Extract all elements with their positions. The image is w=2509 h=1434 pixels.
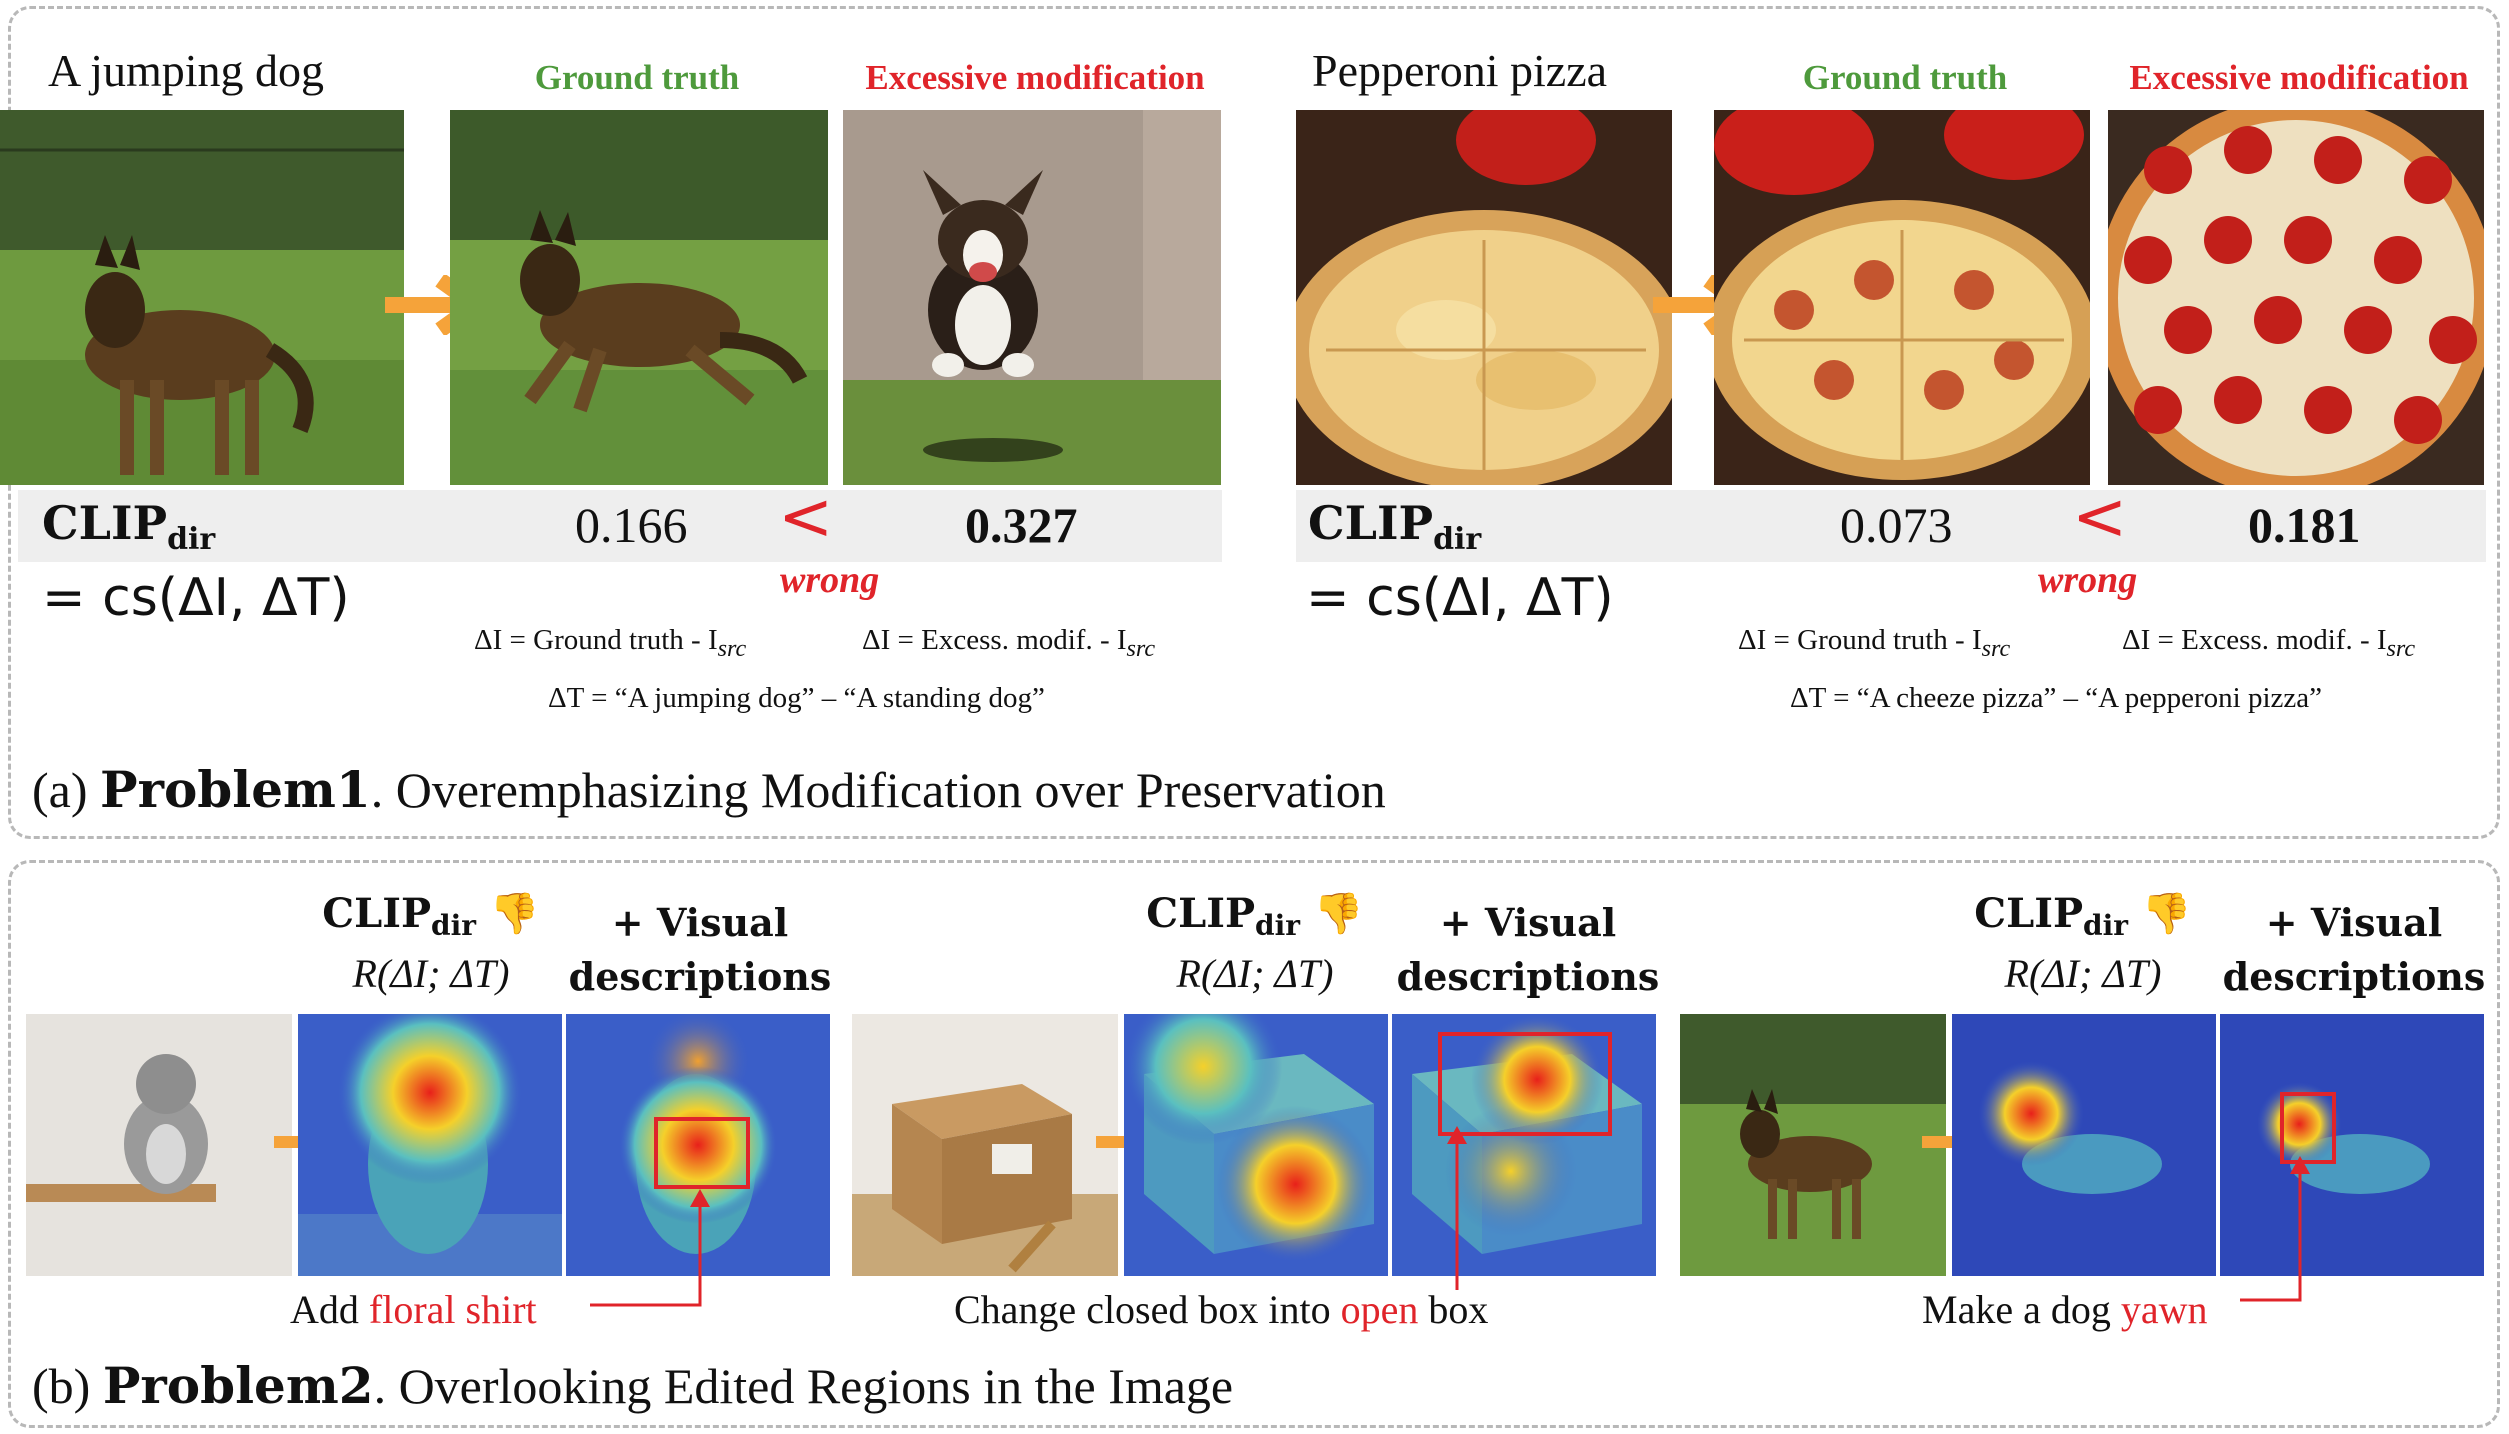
instruction-2: Change closed box into open box <box>954 1287 1489 1332</box>
less-than-left: < <box>778 478 834 555</box>
wrong-label-right: wrong <box>2038 559 2138 601</box>
heatmap-clip-dog <box>1952 1014 2216 1276</box>
ground-truth-image-dog-jumping <box>450 110 828 485</box>
formula-left: = cs(ΔI, ΔT) <box>42 568 350 628</box>
delta-i-gt-right: ΔI = Ground truth - Isrc <box>1738 624 2011 662</box>
excess-label-right: Excessive modification <box>2129 58 2469 97</box>
heatmap-visual-dog <box>2220 1014 2484 1276</box>
thumbs-down-icon: 👎 <box>1313 890 1364 937</box>
score-excessive-left: 0.327 <box>965 497 1078 553</box>
heatmap-clip-box <box>1124 1014 1388 1276</box>
instruction-3: Make a dog yawn <box>1922 1287 2208 1332</box>
less-than-right: < <box>2072 478 2128 555</box>
source-image-closed-box <box>852 1014 1118 1276</box>
clip-dir-metric-right: CLIPdir <box>1308 496 1482 557</box>
thumbs-down-icon: 👎 <box>2141 890 2192 937</box>
delta-t-left: ΔT = “A jumping dog” – “A standing dog” <box>548 682 1045 714</box>
source-image-dog <box>1680 1014 1946 1276</box>
delta-t-right: ΔT = “A cheeze pizza” – “A pepperoni piz… <box>1790 682 2323 714</box>
delta-i-gt-left: ΔI = Ground truth - Isrc <box>474 624 747 662</box>
score-excessive-right: 0.181 <box>2248 497 2361 553</box>
callout-line-1 <box>590 1189 710 1307</box>
delta-i-excess-right: ΔI = Excess. modif. - Isrc <box>2122 624 2416 662</box>
source-image-plain-pizza <box>1296 110 1672 485</box>
prompt-left: A jumping dog <box>48 45 325 96</box>
clip-dir-header-2: CLIPdir 👎 <box>1146 890 1364 942</box>
excessive-modification-image-pizza <box>2108 110 2484 485</box>
caption-problem1: (a) Problem1. Overemphasizing Modificati… <box>32 760 1386 819</box>
formula-right: = cs(ΔI, ΔT) <box>1306 568 1614 628</box>
heatmap-visual-box <box>1392 1014 1656 1276</box>
ground-truth-image-pepperoni-pizza <box>1714 110 2090 485</box>
caption-problem2: (b) Problem2. Overlooking Edited Regions… <box>32 1356 1234 1415</box>
clip-dir-header-1: CLIPdir 👎 <box>322 890 540 942</box>
gt-label-right: Ground truth <box>1802 58 2008 97</box>
callout-line-3 <box>2240 1156 2310 1302</box>
heatmap-clip-cat <box>298 1014 562 1276</box>
score-ground-truth-left: 0.166 <box>575 497 688 553</box>
wrong-label-left: wrong <box>780 559 880 601</box>
gt-label-left: Ground truth <box>534 58 740 97</box>
r-expression-1: R(ΔI; ΔT) <box>352 951 510 996</box>
score-ground-truth-right: 0.073 <box>1840 497 1953 553</box>
score-band-right <box>1296 490 2486 562</box>
panel-b <box>8 860 2500 1428</box>
instruction-1: Add floral shirt <box>290 1287 537 1332</box>
heatmap-visual-cat <box>566 1014 830 1276</box>
thumbs-down-icon: 👎 <box>489 890 540 937</box>
delta-i-excess-left: ΔI = Excess. modif. - Isrc <box>862 624 1156 662</box>
r-expression-3: R(ΔI; ΔT) <box>2004 951 2162 996</box>
excess-label-left: Excessive modification <box>865 58 1205 97</box>
r-expression-2: R(ΔI; ΔT) <box>1176 951 1334 996</box>
clip-dir-metric-left: CLIPdir <box>42 496 216 557</box>
callout-line-2 <box>1447 1126 1467 1290</box>
source-image-cat <box>26 1014 292 1276</box>
excessive-modification-image-dog <box>843 110 1221 485</box>
score-band-left <box>18 490 1222 562</box>
clip-dir-header-3: CLIPdir 👎 <box>1974 890 2192 942</box>
source-image-dog-standing <box>0 110 404 485</box>
prompt-right: Pepperoni pizza <box>1312 45 1608 96</box>
